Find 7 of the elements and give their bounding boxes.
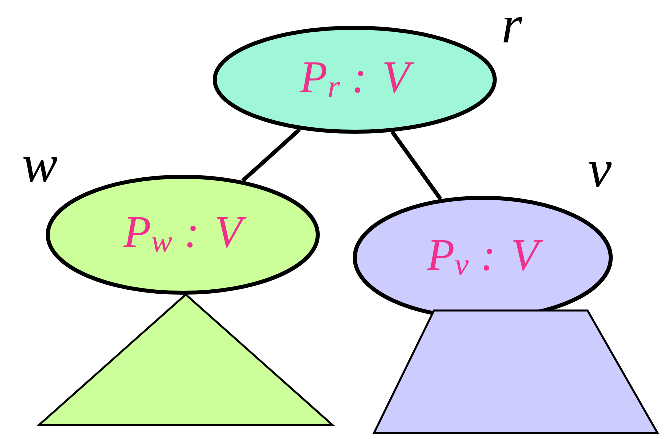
connector-line [390,130,442,201]
node-label: P$_{v}$ : V [426,240,544,276]
node-letter: r [504,17,523,43]
ellipse-node: P$_{v}$ : V [353,196,613,320]
ellipse-node: P$_{r}$ : V [213,26,497,134]
node-letter: v [588,162,612,188]
connector-line [242,128,302,183]
